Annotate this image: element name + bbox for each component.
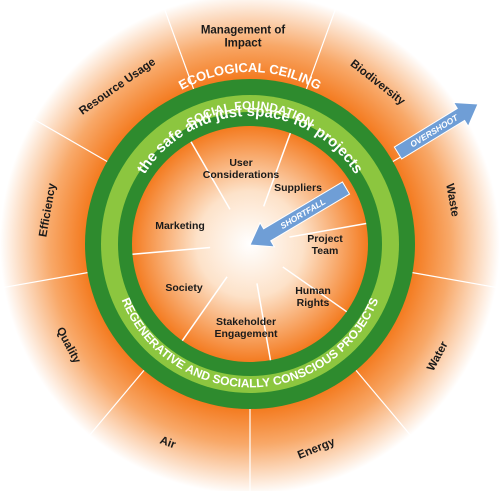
overshoot-arrow	[393, 101, 479, 160]
inner-label-suppliers: Suppliers	[274, 182, 322, 194]
inner-divider-line	[190, 141, 231, 210]
inner-divider-line	[289, 222, 367, 238]
outer-divider-line	[3, 272, 88, 289]
outer-divider-line	[412, 272, 497, 289]
inner-divider-line	[256, 283, 272, 361]
outer-divider-line	[305, 8, 337, 90]
outer-divider-line	[33, 118, 108, 163]
shortfall-arrow	[249, 181, 351, 248]
inner-label-society: Society	[165, 282, 203, 294]
inner-divider-line	[181, 276, 228, 342]
outer-divider-line	[355, 370, 412, 436]
inner-divider-line	[132, 246, 211, 256]
outer-label-waste: Waste	[443, 183, 461, 218]
inner-label-marketing: Marketing	[155, 220, 205, 232]
inner-divider-line	[262, 132, 292, 207]
inner-divider-line	[282, 266, 348, 313]
outer-divider-line	[163, 8, 195, 90]
outer-divider-line	[88, 370, 145, 436]
outer-label-air: Air	[158, 435, 178, 452]
